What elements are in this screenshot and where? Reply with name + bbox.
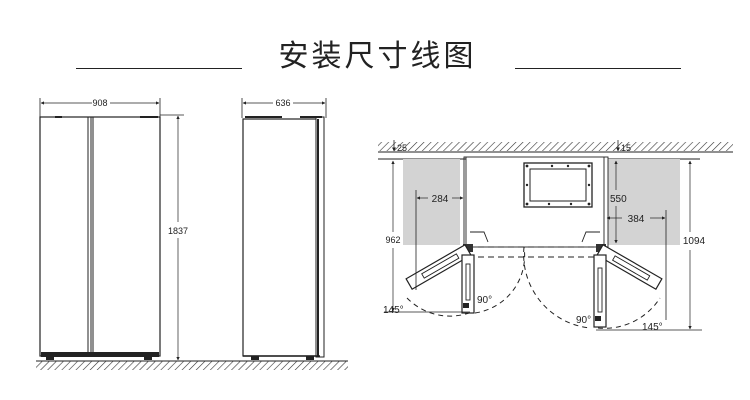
- left-angle-145: 145°: [383, 305, 404, 316]
- left-gap-label: 25: [397, 143, 407, 153]
- front-width-label: 908: [92, 98, 107, 108]
- fridge-front-body: [39, 116, 161, 357]
- left-door-open-145: [405, 243, 472, 291]
- floor: [36, 360, 348, 370]
- top-view: 25 15 962 284 550 384 1094 145° 90° 90° …: [378, 140, 733, 333]
- right-angle-90: 90°: [576, 315, 591, 326]
- right-angle-145: 145°: [642, 322, 663, 333]
- left-depth-label: 962: [385, 235, 400, 245]
- right-depth-label: 1094: [683, 236, 706, 247]
- front-height-label: 1837: [168, 226, 188, 236]
- front-view: 908 1837: [39, 98, 188, 361]
- side-depth-label: 636: [275, 98, 290, 108]
- wall: [378, 142, 733, 151]
- right-gap-label: 15: [621, 143, 631, 153]
- title-row: 安装尺寸线图: [0, 22, 750, 74]
- left-angle-90: 90°: [477, 295, 492, 306]
- left-door-open-90: [461, 254, 475, 314]
- fridge-side-body: [242, 118, 319, 357]
- right-door-shade: [608, 159, 680, 245]
- side-view: 636: [241, 98, 327, 360]
- left-door-width-label: 284: [432, 194, 449, 205]
- right-door-open-145: [596, 243, 663, 291]
- right-door-open-90: [593, 254, 607, 328]
- title-rule-left: [76, 68, 242, 69]
- page-title: 安装尺寸线图: [278, 39, 477, 74]
- right-cabinet-depth-label: 550: [610, 194, 627, 205]
- right-door-width-label: 384: [628, 214, 645, 225]
- title-rule-right: [515, 68, 681, 69]
- left-door-shade: [403, 159, 460, 245]
